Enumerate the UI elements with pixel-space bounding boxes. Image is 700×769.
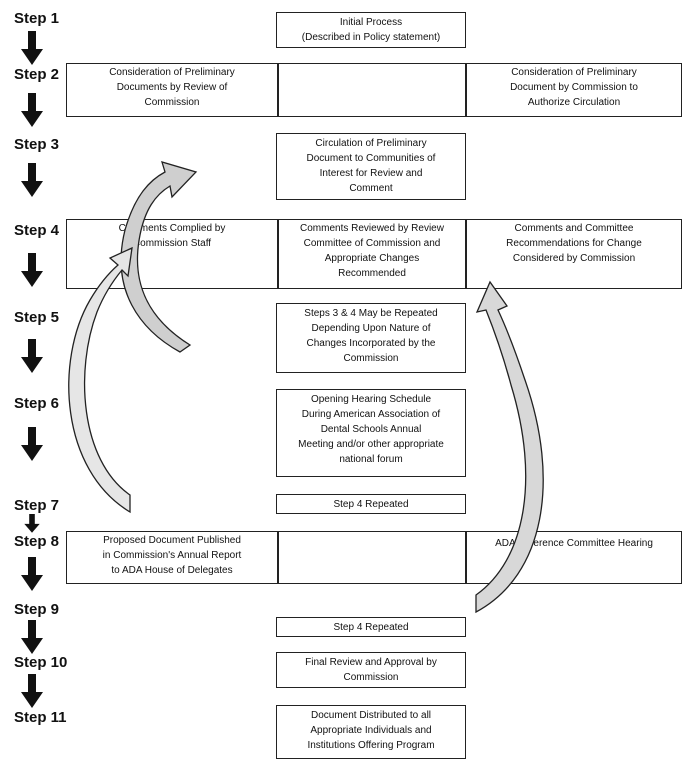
step-11-label: Step 11 bbox=[14, 709, 67, 726]
s7-center-box: Step 4 Repeated bbox=[276, 494, 466, 514]
s9-center-box: Step 4 Repeated bbox=[276, 617, 466, 637]
s3-center-box: Circulation of Preliminary Document to C… bbox=[276, 133, 466, 200]
s4-right-text: Comments and Committee Recommendations f… bbox=[506, 223, 642, 264]
loop-arrow-step5-to-step3-icon bbox=[120, 161, 198, 353]
loop-arrow-step9-to-step4-icon bbox=[475, 280, 544, 614]
loop-arrow-step7-to-step4-icon bbox=[68, 246, 133, 514]
step-2-row bbox=[66, 63, 682, 117]
step-5-label: Step 5 bbox=[14, 309, 60, 326]
step-8-label: Step 8 bbox=[14, 533, 60, 550]
s4-center-text: Comments Reviewed by Review Committee of… bbox=[300, 223, 444, 279]
s6-center-box: Opening Hearing Schedule During American… bbox=[276, 389, 466, 477]
s2-left-text: Consideration of Preliminary Documents b… bbox=[109, 67, 235, 108]
step-3-label: Step 3 bbox=[14, 136, 60, 153]
step-2-label: Step 2 bbox=[14, 66, 60, 83]
initial-process-box: Initial Process (Described in Policy sta… bbox=[276, 12, 466, 48]
step-10-label: Step 10 bbox=[14, 654, 68, 671]
step-4-label: Step 4 bbox=[14, 222, 60, 239]
s8-left-text: Proposed Document Published in Commissio… bbox=[102, 535, 242, 576]
s4-left-text: Comments Complied by Commission Staff bbox=[118, 223, 226, 249]
initial-process-text: Initial Process (Described in Policy sta… bbox=[301, 17, 441, 43]
step-7-label: Step 7 bbox=[14, 497, 60, 514]
step-1-label: Step 1 bbox=[14, 10, 60, 27]
step-6-label: Step 6 bbox=[14, 395, 60, 412]
s2-right-text: Consideration of Preliminary Document by… bbox=[510, 67, 638, 108]
s8-right-text: ADA Reference Committee Hearing bbox=[495, 538, 653, 549]
step-4-row bbox=[66, 219, 682, 289]
s5-center-box: Steps 3 & 4 May be Repeated Depending Up… bbox=[276, 303, 466, 373]
s11-center-box: Document Distributed to all Appropriate … bbox=[276, 705, 466, 759]
step-8-row bbox=[66, 531, 682, 584]
step-9-label: Step 9 bbox=[14, 601, 60, 618]
s10-center-box: Final Review and Approval by Commission bbox=[276, 652, 466, 688]
